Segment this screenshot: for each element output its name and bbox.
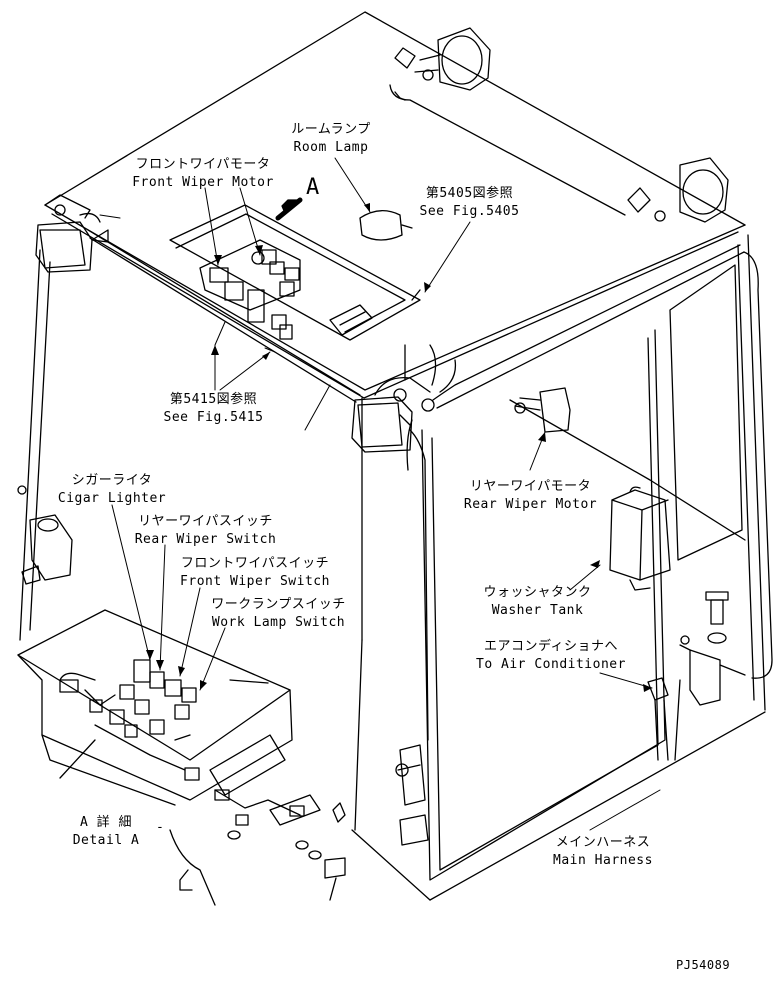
detail-a-switch-panel (17, 609, 346, 906)
washer-tank (609, 486, 671, 591)
rear-wiper-motor (514, 387, 571, 433)
rear-wiper-switch-label-en: Rear Wiper Switch (134, 532, 277, 547)
detail-a-dash: - (156, 820, 165, 835)
see-fig-5415-label-jp: 第5415図参照 (169, 392, 258, 407)
rear-wiper-motor-label-jp: リヤーワイパモータ (469, 479, 592, 494)
see-fig-5415-label-en: See Fig.5415 (163, 410, 264, 425)
view-arrow-a (275, 197, 303, 221)
front-wiper-switch-label-jp: フロントワイパスイッチ (180, 556, 330, 571)
cigar-lighter-label-en: Cigar Lighter (57, 491, 167, 506)
see-fig-5405-label-en: See Fig.5405 (419, 204, 520, 219)
work-lamp-switch-label-jp: ワークランプスイッチ (211, 597, 346, 612)
detail-a-label-en: Detail A (72, 833, 140, 848)
cigar-lighter-label-jp: シガーライタ (71, 473, 153, 488)
detail-a-label-jp: A 詳 細 (80, 815, 132, 830)
front-left-work-lamp (35, 194, 109, 273)
front-wiper-motor-label-en: Front Wiper Motor (132, 175, 274, 190)
front-wiper-motor-label-jp: フロントワイパモータ (135, 157, 271, 172)
room-lamp-label-en: Room Lamp (293, 140, 369, 155)
to-air-conditioner-label-jp: エアコンディショナへ (483, 639, 619, 654)
air-conditioner-connector (647, 591, 746, 761)
figure-code: PJ54089 (676, 958, 731, 972)
front-center-work-lamp (351, 344, 457, 453)
work-lamp-switch-label-en: Work Lamp Switch (211, 615, 346, 630)
main-harness-label-jp: メインハーネス (555, 835, 651, 850)
leader-arrowheads (146, 203, 652, 692)
washer-tank-label-jp: ウォッシャタンク (483, 585, 592, 600)
door-latch (395, 744, 429, 846)
view-a-label: A (306, 175, 320, 200)
rear-lamp-upper (394, 27, 491, 91)
roof-harness (87, 84, 773, 741)
to-air-conditioner-label-en: To Air Conditioner (476, 657, 626, 672)
rear-wiper-motor-label-en: Rear Wiper Motor (463, 497, 598, 512)
main-harness-label-en: Main Harness (553, 853, 653, 868)
front-wiper-switch-label-en: Front Wiper Switch (180, 574, 330, 589)
room-lamp (359, 210, 413, 241)
cigar-lighter-bracket (17, 485, 73, 585)
washer-tank-label-en: Washer Tank (491, 603, 584, 618)
front-wiper-motor-module (169, 204, 421, 341)
rear-lamp-right (627, 157, 729, 223)
rear-wiper-switch-label-jp: リヤーワイパスイッチ (138, 514, 273, 529)
cab-frame (19, 11, 766, 901)
leader-lines (99, 157, 661, 831)
room-lamp-label-jp: ルームランプ (291, 122, 371, 137)
see-fig-5405-label-jp: 第5405図参照 (425, 186, 514, 201)
